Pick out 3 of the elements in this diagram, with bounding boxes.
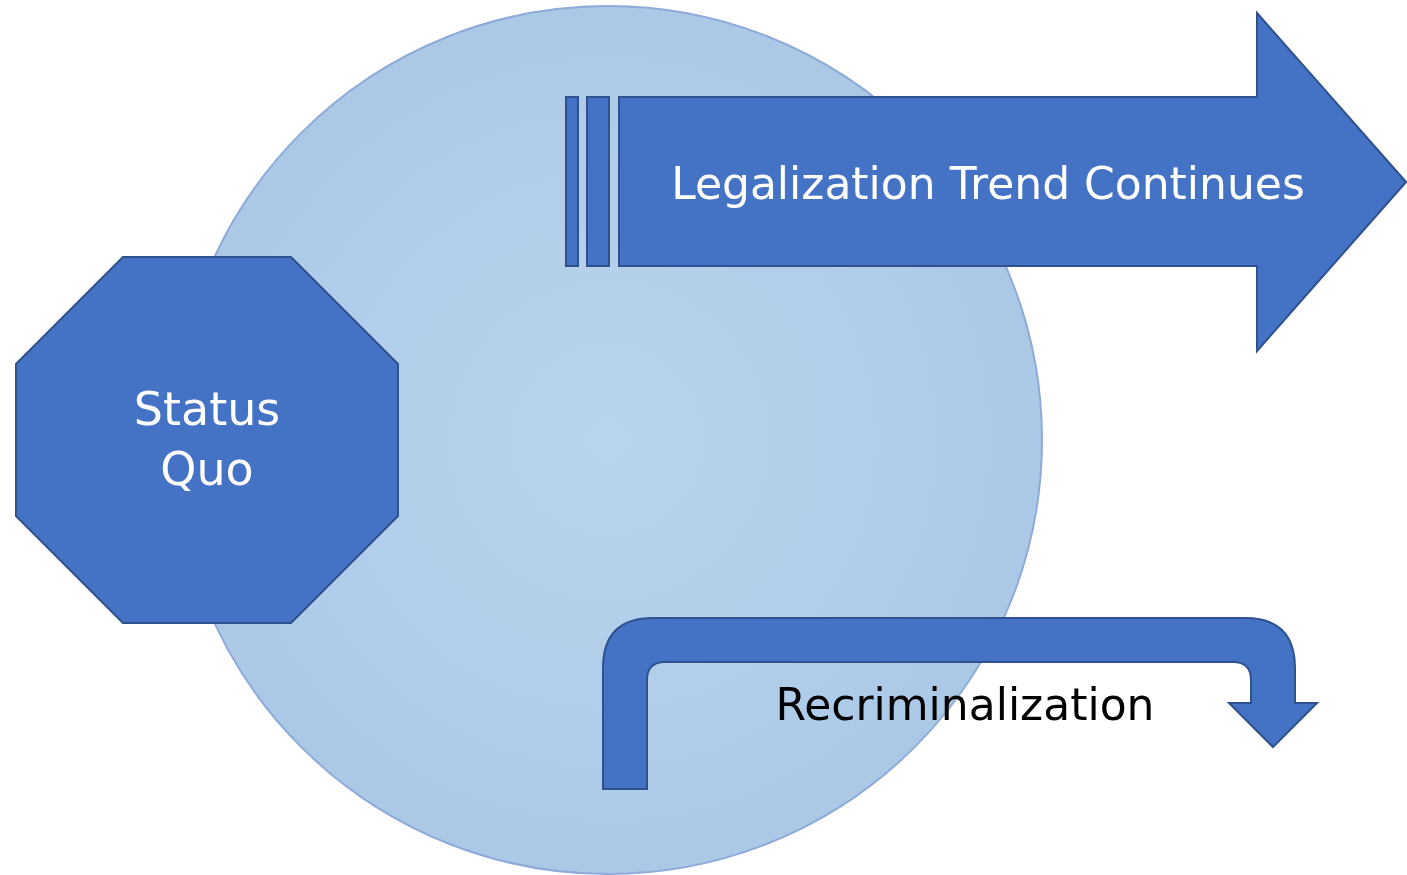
shape-label: Status Quo [132, 381, 282, 498]
shape-label: Recriminalization [774, 678, 1156, 732]
shape-label: Legalization Trend Continues [670, 157, 1306, 211]
